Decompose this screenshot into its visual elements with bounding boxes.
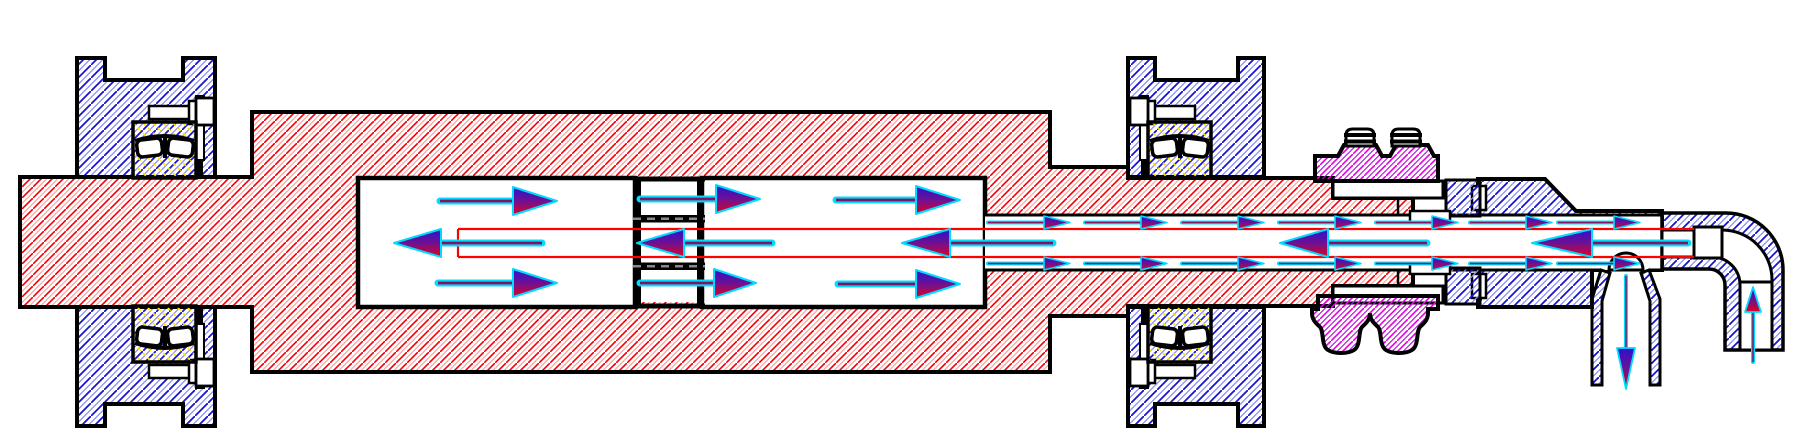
left-housing-bolt-top bbox=[147, 96, 216, 127]
sprocket-fasteners bbox=[1344, 127, 1422, 148]
right-spherical-roller-bearing bbox=[1141, 120, 1213, 364]
outlet-pipe-right-wall bbox=[1639, 268, 1662, 387]
elbow-connector-nipple bbox=[1692, 225, 1724, 260]
outlet-pipe-left-wall bbox=[1590, 268, 1612, 387]
left-housing-bolt-bottom bbox=[147, 357, 216, 388]
sprocket-bottom-half bbox=[1310, 294, 1440, 355]
left-spherical-roller-bearing bbox=[131, 120, 203, 364]
sprocket-top-half bbox=[1313, 143, 1440, 183]
union-gland-nut bbox=[1444, 178, 1488, 306]
right-housing-bolt-bottom bbox=[1128, 357, 1197, 388]
flow-arrows bbox=[393, 184, 1762, 390]
chain-sprocket bbox=[1310, 127, 1440, 355]
